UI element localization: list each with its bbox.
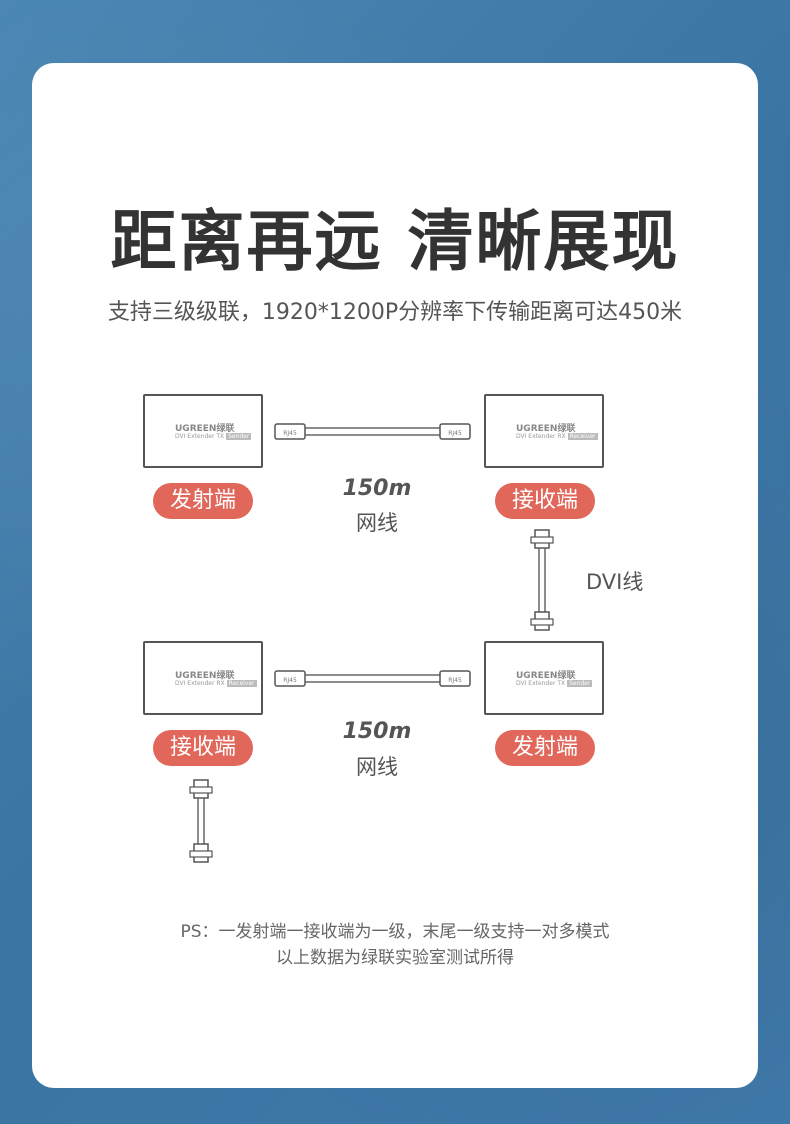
distance-label: 150m [342, 719, 412, 744]
extender-device-row1-left: UGREEN绿联 DVI Extender TX Sender [143, 394, 263, 468]
dvi-cable-vertical [530, 529, 554, 631]
network-cable-row1: RJ45 RJ45 [274, 423, 471, 440]
device-brand-label: UGREEN绿联 [175, 424, 235, 434]
port-label-right: RJ45 [448, 430, 462, 437]
cable-type-label: 网线 [356, 755, 398, 779]
device-model-label: DVI Extender RX Receiver [516, 433, 598, 440]
distance-label: 150m [342, 476, 412, 501]
extender-device-row2-right: UGREEN绿联 DVI Extender TX Sender [484, 641, 604, 715]
page-subtitle: 支持三级级联，1920*1200P分辨率下传输距离可达450米 [107, 300, 683, 325]
network-cable-row2: RJ45 RJ45 [274, 670, 471, 687]
note-line-2: 以上数据为绿联实验室测试所得 [276, 948, 514, 968]
dvi-cable-label: DVI线 [586, 570, 644, 594]
receiver-badge: 接收端 [153, 730, 253, 766]
receiver-badge: 接收端 [495, 483, 595, 519]
device-model-label: DVI Extender RX Receiver [175, 680, 257, 687]
dvi-cable-output [189, 779, 213, 863]
transmitter-badge: 发射端 [495, 730, 595, 766]
device-model-label: DVI Extender TX Sender [516, 680, 593, 687]
transmitter-badge: 发射端 [153, 483, 253, 519]
device-brand-label: UGREEN绿联 [516, 424, 576, 434]
note-line-1: PS：一发射端一接收端为一级，末尾一级支持一对多模式 [180, 922, 610, 942]
extender-device-row2-left: UGREEN绿联 DVI Extender RX Receiver [143, 641, 263, 715]
device-brand-label: UGREEN绿联 [516, 671, 576, 681]
port-label-right: RJ45 [448, 677, 462, 684]
port-label-left: RJ45 [283, 677, 297, 684]
cable-type-label: 网线 [356, 511, 398, 535]
port-label-left: RJ45 [283, 430, 297, 437]
page-title: 距离再远 清晰展现 [110, 203, 680, 280]
extender-device-row1-right: UGREEN绿联 DVI Extender RX Receiver [484, 394, 604, 468]
device-brand-label: UGREEN绿联 [175, 671, 235, 681]
content-card [32, 63, 758, 1088]
device-model-label: DVI Extender TX Sender [175, 433, 252, 440]
